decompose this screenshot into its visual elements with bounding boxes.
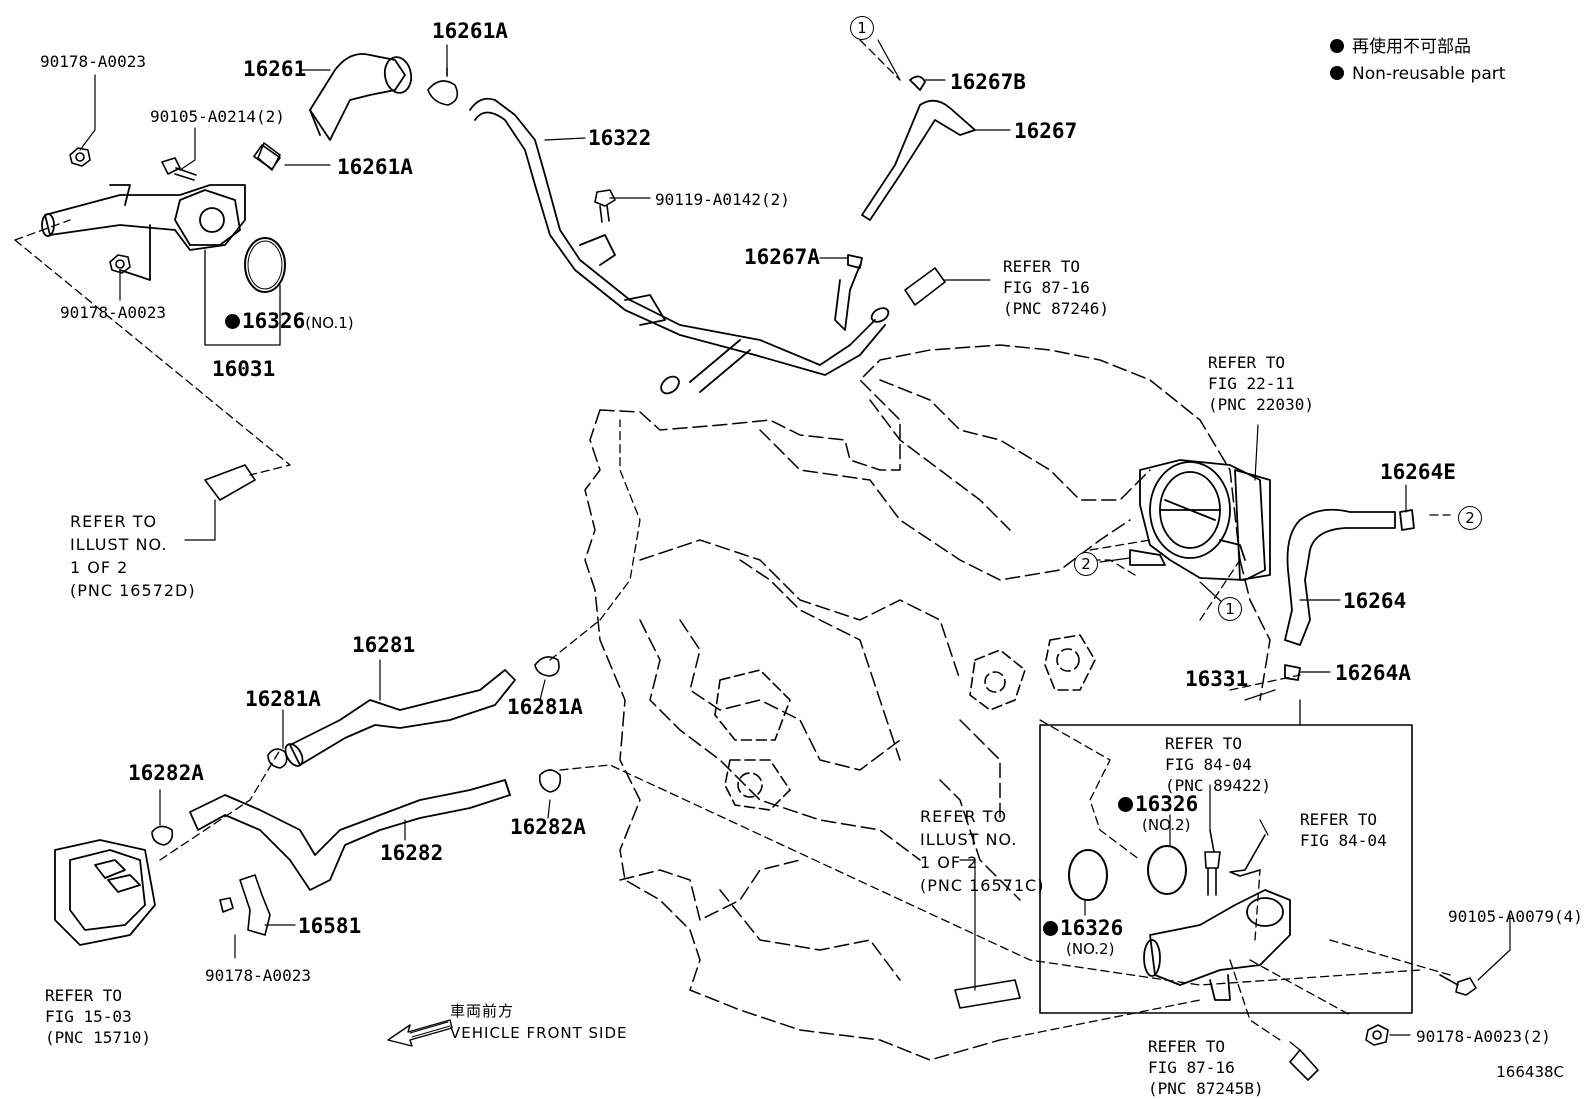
hose-16267: [834, 75, 976, 331]
leader-lines: [79, 39, 1511, 1051]
gasket-no2-upper: [1147, 845, 1187, 895]
vehicle-front-jp: 車両前方: [450, 1002, 515, 1020]
ref-fig-84-04: REFER TO FIG 84-04: [1300, 810, 1387, 850]
part-16264a: 16264A: [1335, 661, 1411, 685]
part-16581: 16581: [298, 914, 362, 938]
part-16261: 16261: [243, 57, 307, 81]
bolt-90105: [161, 157, 197, 181]
ref-illust-16571c: REFER TO ILLUST NO. 1 OF 2 (PNC 16571C): [920, 807, 1045, 895]
hose-stub-16571c: [954, 979, 1021, 1009]
clamp-16261a-mid: [253, 142, 281, 171]
nut-90178-2: [1365, 1024, 1389, 1046]
non-reusable-dot-icon: [1330, 39, 1344, 53]
part-16267a: 16267A: [744, 245, 820, 269]
throttle-body: [1129, 459, 1271, 581]
part-16331: 16331: [1185, 667, 1249, 691]
part-16326-no2-lower: 16326: [1043, 917, 1123, 939]
gasket-no1: [244, 237, 286, 293]
part-16326-no1: 16326(NO.1): [225, 310, 354, 334]
part-16281: 16281: [352, 633, 416, 657]
part-16282a-left: 16282A: [128, 761, 204, 785]
part-16261a-mid: 16261A: [337, 155, 413, 179]
front-arrow-icon: [387, 1019, 453, 1047]
legend-jp: 再使用不可部品: [1330, 34, 1505, 61]
part-90105-a0079: 90105-A0079(4): [1448, 907, 1583, 926]
temp-sensor: [1204, 829, 1221, 896]
ref-fig-15-03: REFER TO FIG 15-03 (PNC 15710): [45, 986, 151, 1047]
engine-outline: [584, 344, 1271, 1061]
bolt-90119: [594, 189, 616, 223]
hose-stub-16572d: [204, 464, 256, 501]
clamp-16282a-right: [538, 769, 562, 793]
part-16261a-top: 16261A: [432, 19, 508, 43]
gasket-no2-lower: [1068, 849, 1108, 901]
legend-en: Non-reusable part: [1330, 61, 1505, 88]
part-16031: 16031: [212, 357, 276, 381]
bolt-90105-a0079: [1439, 974, 1477, 996]
part-90178-a0023-2: 90178-A0023(2): [1416, 1027, 1551, 1046]
ref-illust-16572d: REFER TO ILLUST NO. 1 OF 2 (PNC 16572D): [70, 512, 196, 600]
ref-fig-84-04-pnc: REFER TO FIG 84-04 (PNC 89422): [1165, 734, 1271, 795]
circle-ref-2-right: 2: [1458, 506, 1482, 530]
circle-ref-1-top: 1: [850, 16, 874, 40]
nut-top: [69, 147, 91, 167]
part-90178-a0023-top: 90178-A0023: [40, 52, 146, 71]
hose-16261: [309, 53, 413, 141]
part-16264e: 16264E: [1380, 460, 1456, 484]
part-90119-a0142: 90119-A0142(2): [655, 190, 790, 209]
ref-fig-87-16-top: REFER TO FIG 87-16 (PNC 87246): [1003, 257, 1109, 318]
part-16281a-left: 16281A: [245, 687, 321, 711]
nut-left: [109, 254, 131, 274]
oil-cooler: [54, 839, 156, 946]
box-16331: [1039, 724, 1413, 1014]
part-90178-a0023-bottom: 90178-A0023: [205, 966, 311, 985]
non-reusable-dot-icon: [1043, 921, 1058, 936]
part-16267: 16267: [1014, 119, 1078, 143]
circle-ref-2-left: 2: [1074, 552, 1098, 576]
part-16264: 16264: [1343, 589, 1407, 613]
hose-stub-87246: [904, 267, 946, 306]
water-outlet: [1143, 889, 1291, 1001]
part-90105-a0214: 90105-A0214(2): [150, 107, 285, 126]
part-16281a-right: 16281A: [507, 695, 583, 719]
hose-16264: [1284, 508, 1415, 681]
part-16267b: 16267B: [950, 70, 1026, 94]
part-16282a-right: 16282A: [510, 815, 586, 839]
part-16322: 16322: [588, 126, 652, 150]
legend: 再使用不可部品 Non-reusable part: [1330, 34, 1505, 88]
hose-stub-87245b: [1289, 1049, 1319, 1081]
circle-ref-1-bottom: 1: [1218, 597, 1242, 621]
clamp-16281a-right: [534, 656, 560, 677]
clamp-16281a-left: [267, 748, 288, 769]
clip-8404: [1229, 834, 1266, 877]
figure-id: 166438C: [1496, 1063, 1564, 1081]
part-16326-no2-lower-note: (NO.2): [1066, 940, 1115, 958]
clamp-16282a-left: [151, 825, 174, 846]
ref-fig-87-16-bottom: REFER TO FIG 87-16 (PNC 87245B): [1148, 1037, 1264, 1098]
clamp-16261a-top: [427, 67, 459, 106]
part-16326-no2-upper-note: (NO.2): [1142, 816, 1191, 834]
non-reusable-dot-icon: [1330, 66, 1344, 80]
hose-16281: [284, 669, 516, 767]
non-reusable-dot-icon: [1118, 797, 1133, 812]
pipe-16322: [469, 97, 890, 395]
vehicle-front-en: VEHICLE FRONT SIDE: [450, 1024, 628, 1042]
ref-fig-22-11: REFER TO FIG 22-11 (PNC 22030): [1208, 353, 1314, 414]
part-16326-no2-upper: 16326: [1118, 793, 1198, 815]
non-reusable-dot-icon: [225, 314, 240, 329]
bracket-16581: [219, 874, 271, 936]
hose-16282: [189, 779, 511, 891]
part-90178-a0023-left: 90178-A0023: [60, 303, 166, 322]
water-inlet-16031: [41, 184, 246, 281]
part-16282: 16282: [380, 841, 444, 865]
engine-ports: [714, 634, 1096, 811]
